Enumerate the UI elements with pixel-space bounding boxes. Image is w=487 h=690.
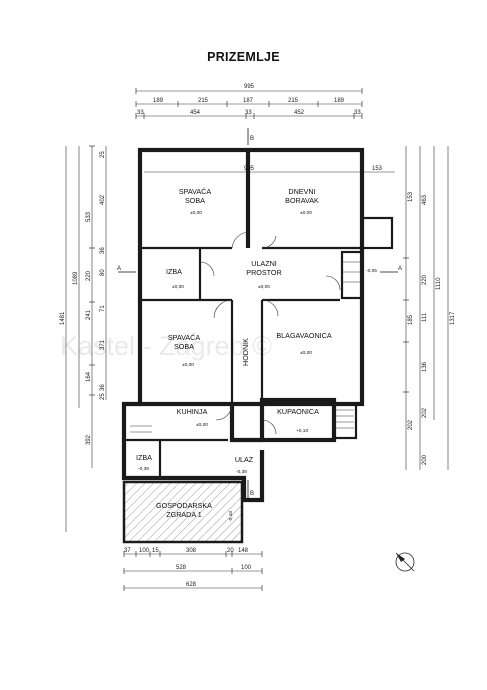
gospodarska-zgrada: [122, 480, 244, 544]
dim-left-164: 164: [86, 371, 92, 382]
stairs: [130, 261, 362, 433]
room-izba-1: IZBA: [166, 267, 182, 276]
dim-top-3d: 452: [294, 110, 305, 116]
dim-right-1110: 1110: [436, 277, 442, 290]
dim-right-185: 185: [408, 314, 414, 325]
svg-text:A: A: [398, 266, 402, 272]
walls: [121, 147, 394, 503]
dim-bottom-37: 37: [124, 548, 131, 554]
level-blagavaonica: ±0,00: [300, 350, 312, 356]
svg-text:B: B: [250, 491, 254, 497]
room-hodnik: HODNIK: [241, 338, 250, 366]
plan-title: PRIZEMLJE: [207, 50, 280, 64]
dim-bottom-100a: 100: [139, 548, 150, 554]
dim-left-25b: 25: [100, 393, 106, 400]
dim-bottom-100b: 100: [241, 565, 252, 571]
dim-left-36a: 36: [100, 247, 106, 254]
level-ulaz-small: -0,43: [228, 511, 234, 522]
dim-right-111: 111: [422, 312, 428, 322]
level-kupaonica: +0,10: [296, 428, 308, 434]
dim-bottom-148: 148: [238, 548, 249, 554]
doors: [199, 231, 341, 435]
dim-bottom-20: 20: [227, 548, 234, 554]
dim-right-463: 463: [422, 194, 428, 205]
dim-left-36b: 36: [100, 384, 106, 391]
room-blagavaonica: BLAGAVAONICA: [276, 331, 331, 340]
level-izba-2: -0,38: [138, 466, 149, 472]
dim-top-3e: 33: [354, 110, 361, 116]
svg-text:B: B: [250, 136, 254, 142]
dim-total-top: 995: [244, 84, 255, 90]
level-dnevni: ±0,00: [300, 210, 312, 216]
level-spavaca-1: ±0,00: [190, 210, 202, 216]
dim-left-80: 80: [100, 269, 106, 276]
level-izba-1: ±0,00: [172, 284, 184, 290]
dim-left-392: 392: [86, 434, 92, 445]
dim-left-241: 241: [86, 309, 92, 320]
dim-top-3b: 454: [190, 110, 201, 116]
dim-right-200: 200: [422, 454, 428, 465]
watermark: Kastel - Zagreb ©: [60, 331, 272, 361]
dim-top-2e: 189: [334, 98, 345, 104]
level-kuhinja: ±0,00: [196, 422, 208, 428]
dim-right-136: 136: [422, 361, 428, 372]
dim-bottom-628: 628: [186, 582, 197, 588]
dim-left-533: 533: [86, 211, 92, 222]
room-ulaz: ULAZ: [235, 455, 254, 464]
dim-right-202: 202: [422, 407, 428, 418]
dim-left-25a: 25: [100, 151, 106, 158]
section-mark-b-top: B: [247, 128, 254, 145]
dim-top-2c: 187: [243, 98, 254, 104]
dim-left-220: 220: [86, 270, 92, 281]
dim-right-202b: 202: [408, 419, 414, 430]
left-dimensions: 1481 1089 533 220 241 164 392 25 402 36 …: [60, 145, 107, 532]
room-kuhinja: KUHINJA: [177, 407, 208, 416]
dim-top-3a: 33: [137, 110, 144, 116]
dim-left-71: 71: [100, 305, 106, 312]
dim-left-1481: 1481: [60, 311, 66, 325]
dim-bottom-15: 15: [152, 548, 159, 554]
level-ulaz: -0,38: [236, 469, 247, 475]
dim-left-371: 371: [100, 339, 106, 350]
dim-left-1089: 1089: [73, 271, 79, 285]
room-kupaonica: KUPAONICA: [277, 407, 319, 416]
dim-top-2a: 189: [153, 98, 164, 104]
level-spavaca-2: ±0,00: [182, 362, 194, 368]
section-mark-a-left: A: [117, 266, 136, 273]
right-dimensions: 153 185 202 463 220 111 136 202 200 1110…: [403, 146, 456, 470]
dim-top-2d: 215: [288, 98, 299, 104]
top-dimensions: 995 189 215 187 215 189 33 454 33 452 33…: [135, 84, 395, 173]
dim-top-3c: 33: [245, 110, 252, 116]
dim-right-1317: 1317: [450, 311, 456, 325]
bottom-dimensions: 37 100 15 308 20 148 528 100 628: [123, 548, 263, 591]
dim-bottom-528: 528: [176, 565, 187, 571]
dim-inner-153: 153: [372, 166, 383, 172]
level-stair-right: -0,05: [366, 268, 377, 274]
dim-bottom-308: 308: [186, 548, 197, 554]
level-ulazni: ±0,00: [258, 284, 270, 290]
dim-left-402: 402: [100, 194, 106, 205]
dim-right-220: 220: [422, 274, 428, 285]
svg-text:A: A: [117, 266, 121, 272]
room-izba-2: IZBA: [136, 453, 152, 462]
north-arrow-icon: [395, 552, 415, 572]
dim-right-153: 153: [408, 191, 414, 202]
dim-top-2b: 215: [198, 98, 209, 104]
section-mark-a-right: A: [380, 266, 402, 273]
section-mark-b-bottom: B: [247, 480, 254, 500]
